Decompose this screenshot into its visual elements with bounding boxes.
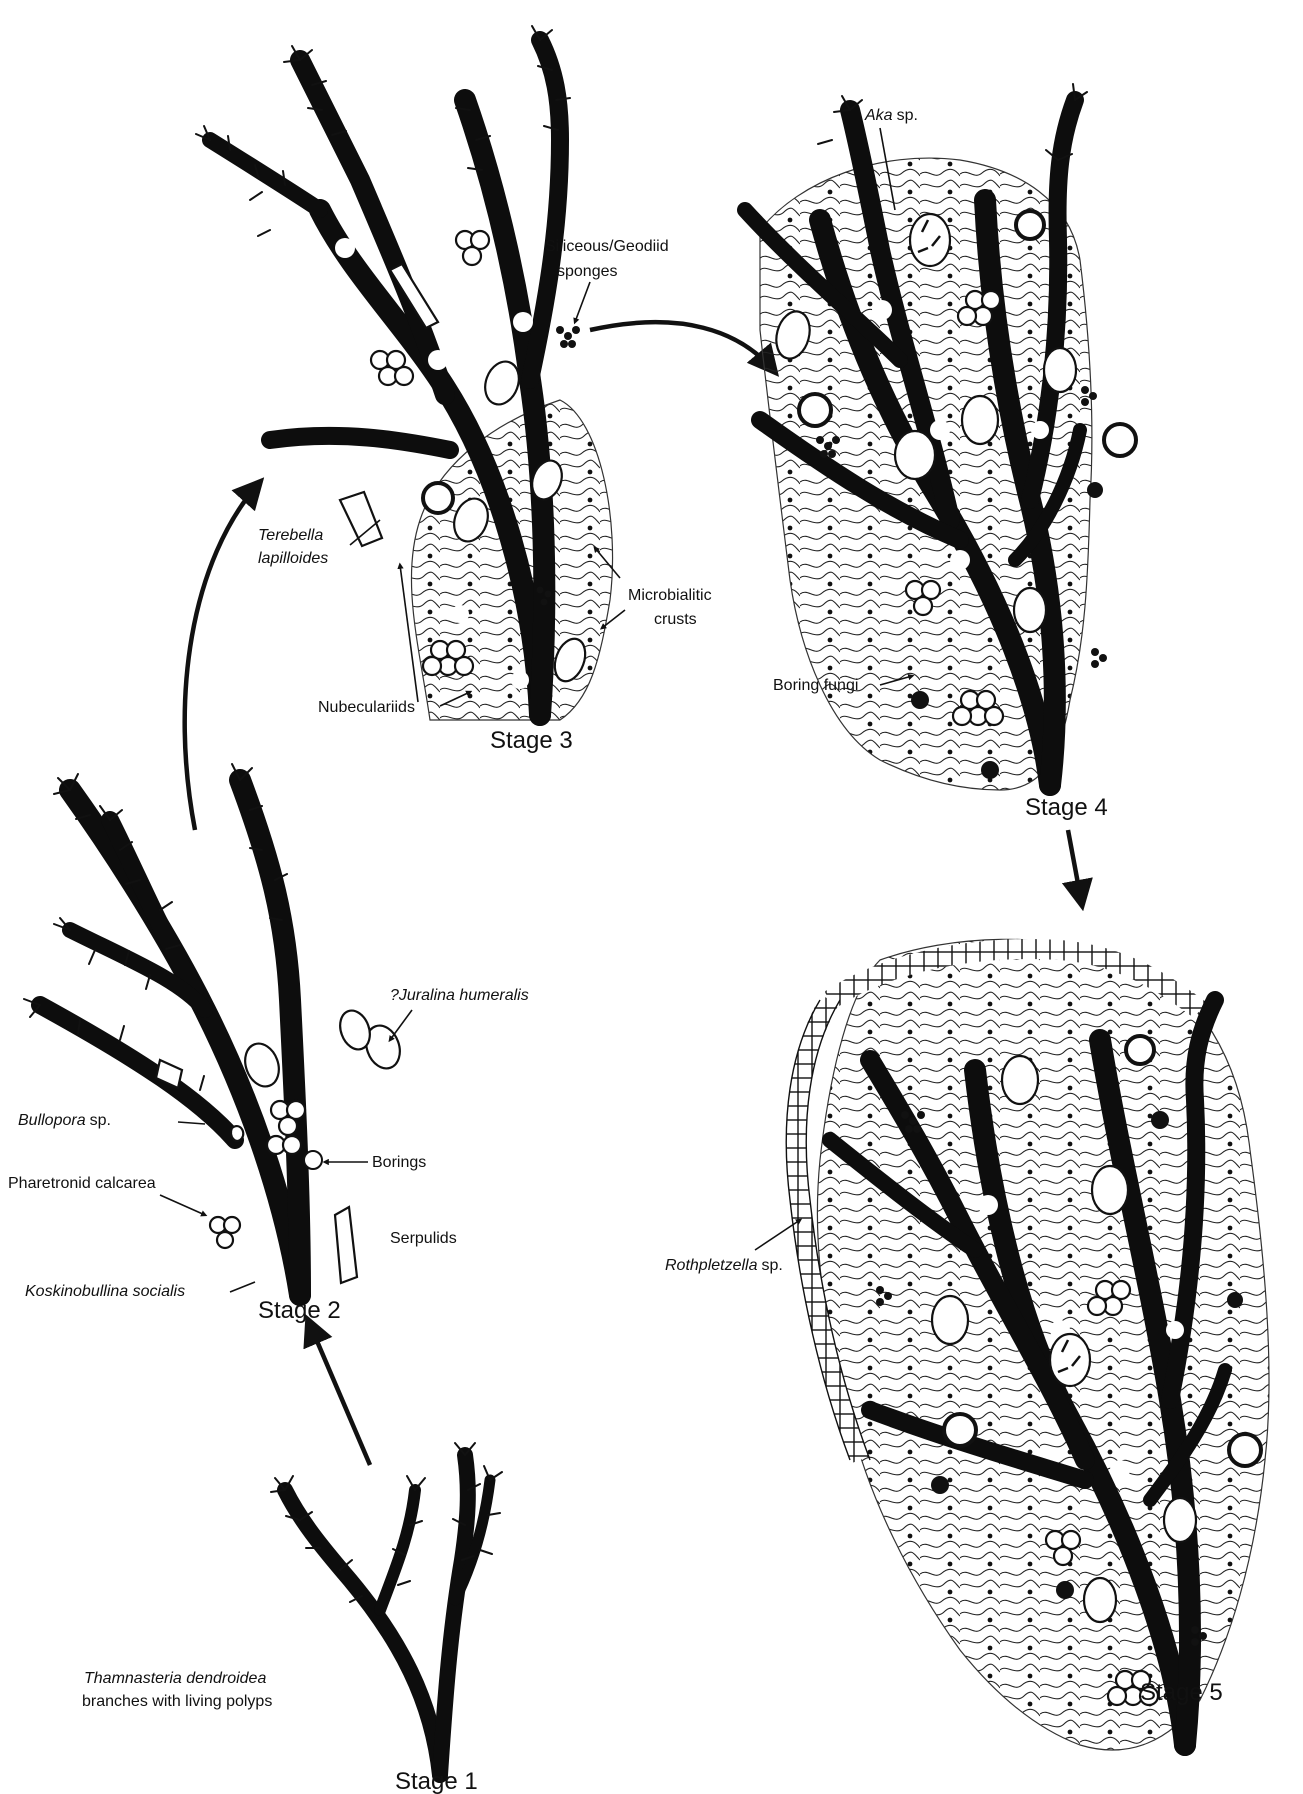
stage-1-title: Stage 1	[395, 1768, 478, 1794]
koskinobullina-pointer	[230, 1282, 255, 1292]
stage-1-description-label: branches with living polyps	[82, 1693, 272, 1710]
stage-1-coral	[271, 1443, 502, 1775]
arrow-stage1-to-stage2	[308, 1320, 370, 1465]
stage-1-taxon-label: Thamnasteria dendroidea	[84, 1670, 266, 1687]
borings-label: Borings	[372, 1154, 426, 1171]
stage-2-title: Stage 2	[258, 1297, 341, 1324]
serpulids-label: Serpulids	[390, 1230, 457, 1247]
bullopora-pointer	[178, 1122, 205, 1124]
terebella-label-1: Terebella	[258, 527, 323, 544]
rothpletzella-pointer	[755, 1220, 800, 1250]
arrow-stage4-to-stage5	[1068, 830, 1082, 905]
pharetronid-label: Pharetronid calcarea	[8, 1175, 156, 1192]
terebella-label-2: lapilloides	[258, 550, 328, 567]
juralina-label: ?Juralina humeralis	[390, 987, 529, 1004]
siliceous-label: Siliceous/Geodiid	[545, 238, 669, 255]
sponges-pointer	[575, 282, 590, 322]
arrow-stage3-to-stage4	[590, 322, 775, 372]
sponges-label: sponges	[557, 263, 618, 280]
stage-4-title: Stage 4	[1025, 794, 1108, 821]
microbialitic-label: Microbialitic	[628, 587, 712, 604]
stage-5-title: Stage 5	[1140, 1679, 1223, 1706]
juralina-pointer	[390, 1010, 412, 1040]
nubeculariids-label: Nubeculariids	[318, 699, 415, 716]
boring-fungi-label: Boring fungi	[773, 677, 858, 694]
stage-5-coral	[786, 939, 1269, 1750]
stage-3-coral	[196, 26, 613, 720]
pharetronid-pointer	[160, 1195, 205, 1215]
stage-3-title: Stage 3	[490, 727, 573, 754]
koskinobullina-label: Koskinobullina socialis	[25, 1283, 185, 1300]
crusts-label: crusts	[654, 611, 697, 628]
stage-2-coral	[24, 764, 406, 1295]
